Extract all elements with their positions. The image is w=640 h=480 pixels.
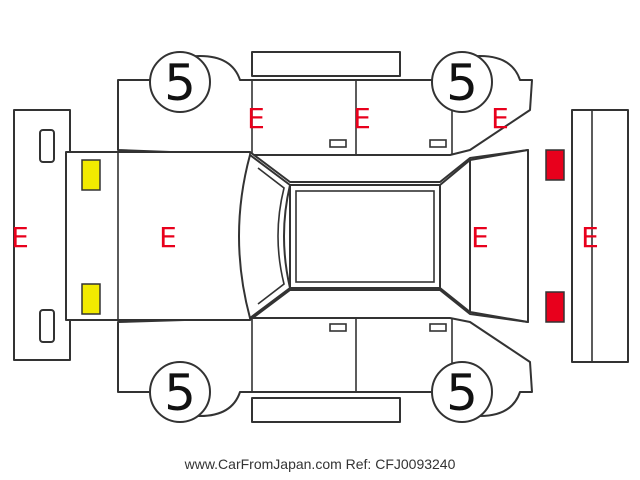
code-rear-fender-upper: E [491,102,509,135]
bottom-door-handle-1 [329,323,347,332]
wheel-rear-left [431,51,493,113]
windshield [238,154,291,319]
wheel-front-left [149,51,211,113]
code-tailgate: E [471,221,489,254]
wheel-front-right [149,361,211,423]
reference-footer: www.CarFromJapan.com Ref: CFJ0093240 [184,456,456,472]
front-bumper [13,109,71,361]
front-bumper-notch-top [39,129,55,163]
bottom-door-handle-2 [429,323,447,332]
windshield-inner [257,167,285,305]
wheel-grade-rear-right: 5 [446,364,478,422]
front-lamp-right [81,283,101,315]
wheel-grade-front-right: 5 [164,364,196,422]
code-rear-bumper: E [581,221,599,254]
front-bumper-notch-bottom [39,309,55,343]
roof-rail-bottom [251,397,401,423]
roof-inner [295,190,435,283]
rear-lamp-right [545,291,565,323]
roof-panel [289,184,441,289]
code-rear-door-upper: E [353,102,371,135]
code-front-bumper: E [11,221,29,254]
rear-lamp-left [545,149,565,181]
top-door-handle-1 [329,139,347,148]
wheel-grade-front-left: 5 [164,54,196,112]
code-front-door-upper: E [247,102,265,135]
rear-bumper [571,109,629,363]
wheel-rear-right [431,361,493,423]
rear-glass [439,159,471,313]
top-door-handle-2 [429,139,447,148]
code-hood: E [159,221,177,254]
tailgate-panel [469,149,529,323]
wheel-grade-rear-left: 5 [446,54,478,112]
front-lamp-left [81,159,101,191]
roof-rail-top [251,51,401,77]
